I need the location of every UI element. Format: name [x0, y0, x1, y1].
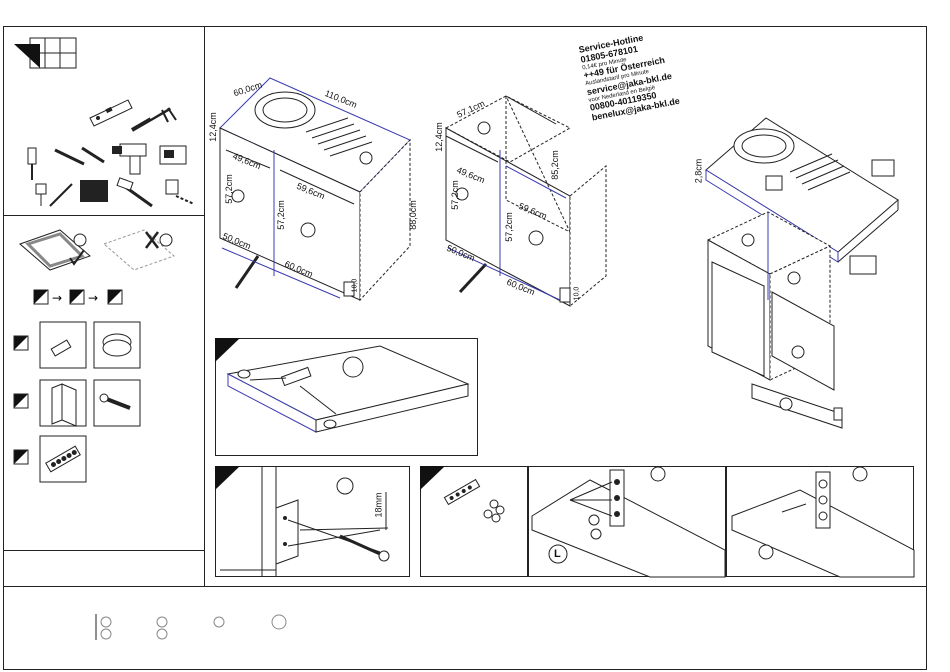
hinge-left-mark: L: [554, 548, 561, 560]
parts-panel: [3, 215, 205, 551]
dim-c-top-offset: 2,8cm: [693, 158, 704, 184]
dim-a-plinth: 10,0: [351, 278, 359, 293]
dim-a-door-height-mid: 57,2cm: [275, 200, 286, 230]
dim-b-front-height: 12,4cm: [433, 122, 444, 152]
bottom-left-strip: [3, 550, 205, 587]
service-hotline: Service-Hotline 01805-678101 0,14€ pro M…: [578, 29, 681, 124]
dim-a-total-height: 88,0cm: [407, 200, 418, 230]
dim-a-door-height-left: 57,2cm: [223, 174, 234, 204]
dim-screw-18mm: 18mm: [373, 492, 384, 518]
hinge-divider-1: [527, 466, 529, 577]
step-panel-feet: [215, 338, 478, 456]
step-panel-screw: [215, 466, 410, 577]
dim-b-plinth: 10,0: [573, 286, 581, 301]
step-panel-hinge: [420, 466, 914, 577]
dim-a-front-height: 12,4cm: [207, 112, 218, 142]
dim-b-door-height-left: 57,2cm: [449, 180, 460, 210]
bottom-strip: [3, 586, 927, 670]
dim-b-inner-height: 85,2cm: [549, 150, 560, 180]
dim-b-door-height-mid: 57,2cm: [503, 212, 514, 242]
hinge-divider-2: [725, 466, 727, 577]
tools-panel: [3, 26, 205, 216]
